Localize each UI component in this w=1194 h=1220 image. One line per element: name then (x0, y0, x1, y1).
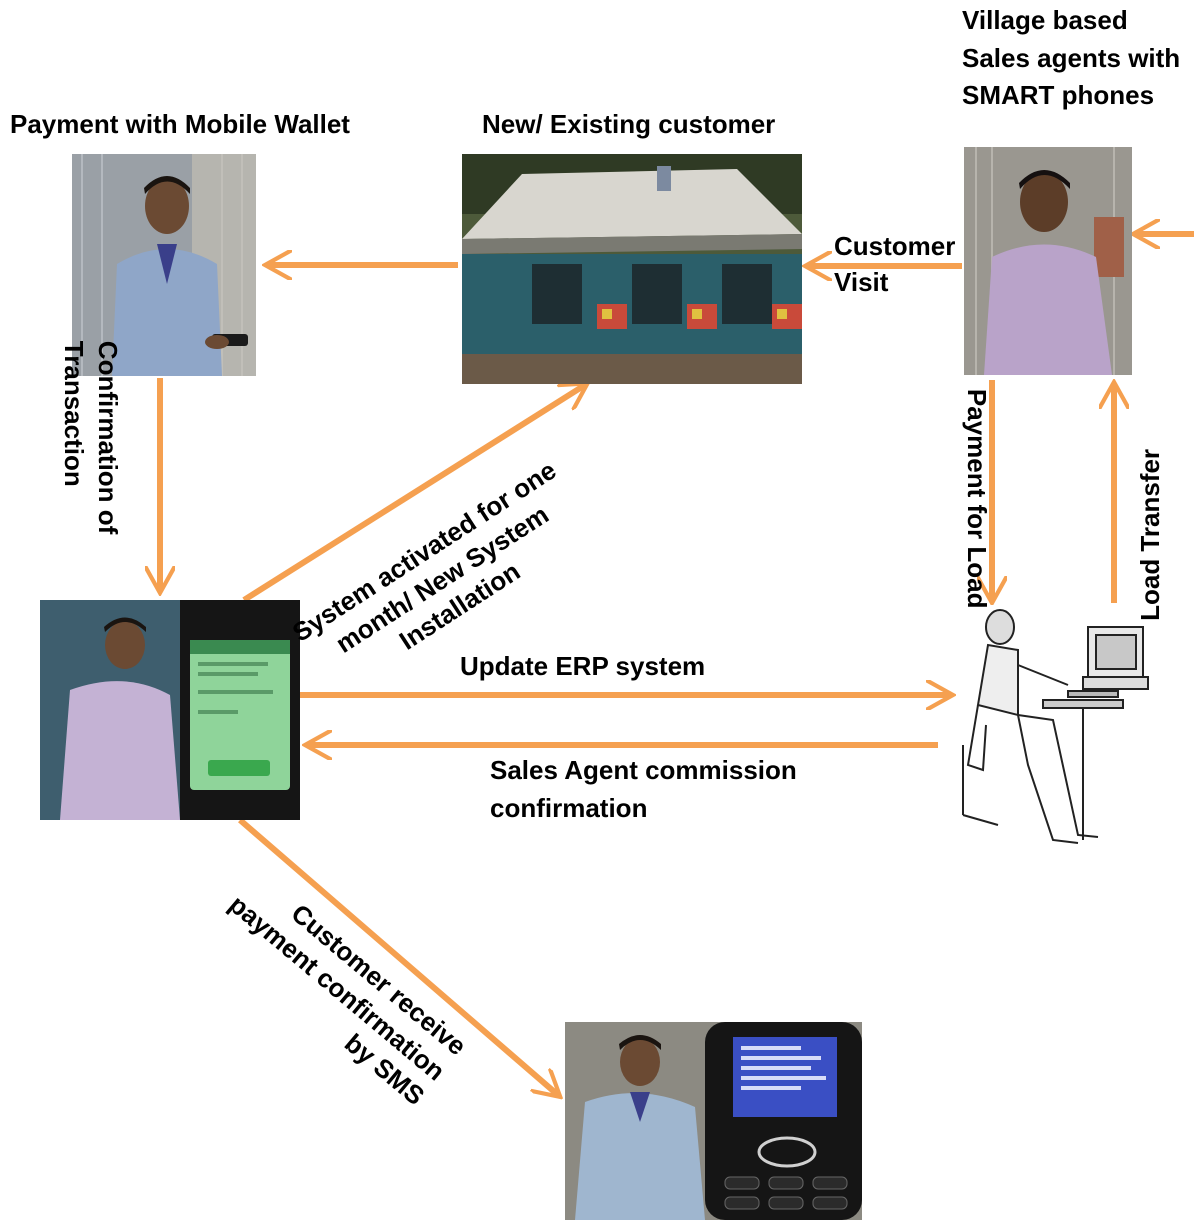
wallet-title: Payment with Mobile Wallet (10, 109, 350, 139)
sales-agent-title: Village based Sales agents with SMART ph… (962, 5, 1181, 111)
wallet-person-photo (72, 154, 256, 376)
arrow-sms (238, 817, 558, 1095)
load-transfer-label: Load Transfer (1135, 448, 1166, 621)
erp-desk-illustration (958, 605, 1173, 850)
house-photo-icon (462, 154, 802, 384)
update-erp-label: Update ERP system (460, 651, 706, 681)
person-photo-icon (964, 147, 1132, 375)
customer-visit-label: Customer Visit (834, 231, 956, 298)
desk-computer-illustration-icon (958, 605, 1173, 850)
feature-phone-photo-icon (565, 1022, 862, 1220)
customer-title: New/ Existing customer (482, 109, 776, 139)
sales-agent-photo (964, 147, 1132, 375)
commission-label: Sales Agent commission confirmation (490, 755, 797, 823)
payment-for-load-label: Payment for Load (961, 388, 992, 609)
sms-phone-photo (565, 1022, 862, 1220)
smartphone-photo-icon (40, 600, 300, 820)
confirmation-label: Confirmation of Transaction (59, 340, 123, 535)
agent-smartphone-photo (40, 600, 300, 820)
arrow-system-activated (242, 385, 585, 603)
customer-house-photo (462, 154, 802, 384)
person-photo-icon (72, 154, 256, 376)
